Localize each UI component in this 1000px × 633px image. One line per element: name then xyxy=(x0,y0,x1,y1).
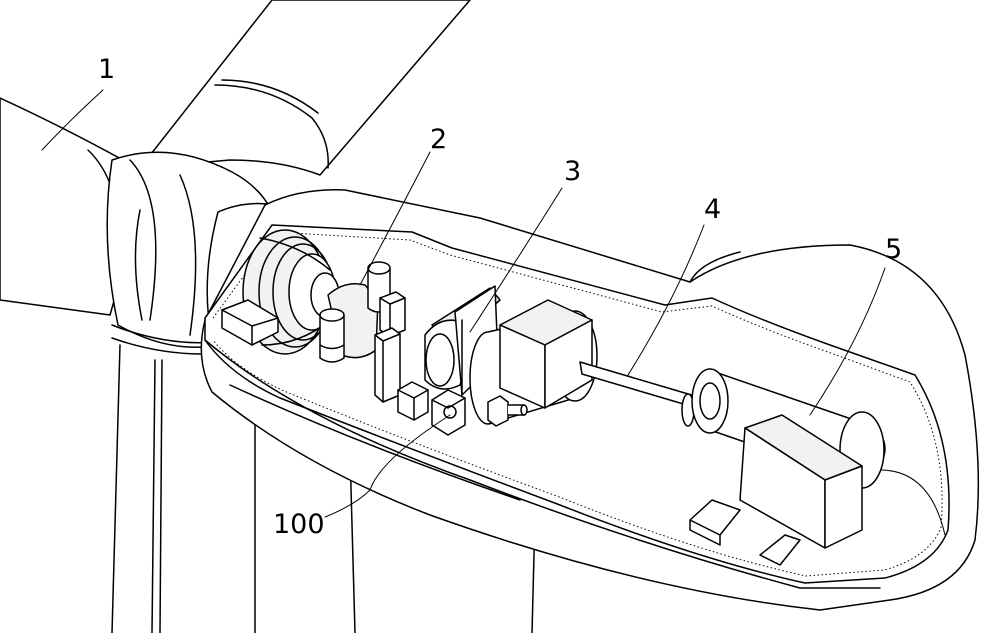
label-brake: 100 xyxy=(273,509,325,540)
label-shaft: 4 xyxy=(704,194,721,225)
label-blade: 1 xyxy=(98,54,115,85)
label-generator: 5 xyxy=(885,234,902,265)
label-coupling: 3 xyxy=(564,156,581,187)
label-gearbox: 2 xyxy=(430,124,447,155)
